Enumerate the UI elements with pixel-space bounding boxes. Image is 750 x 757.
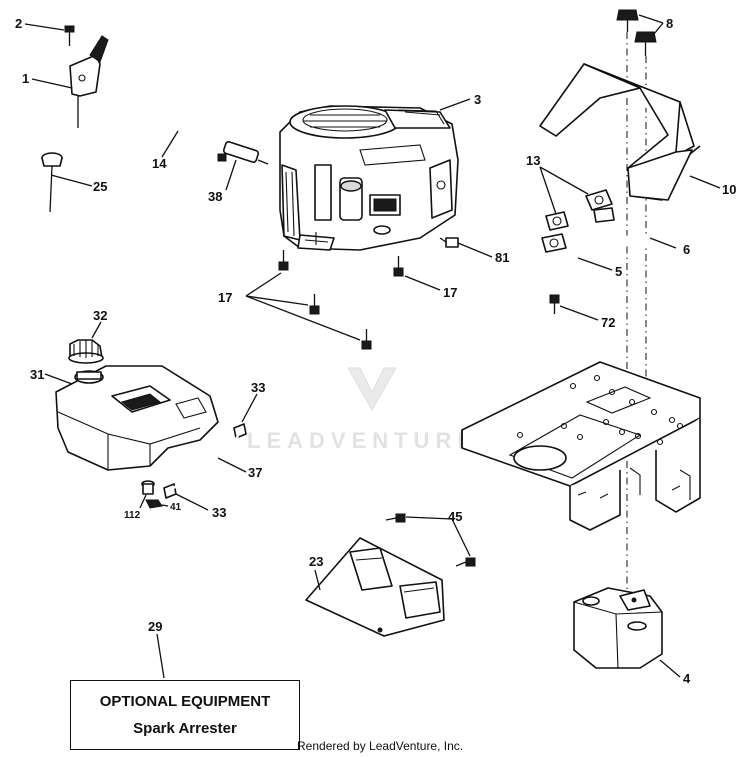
callout-38: 38	[208, 189, 222, 204]
callout-81: 81	[495, 250, 509, 265]
callout-37: 37	[248, 465, 262, 480]
leader-37	[217, 457, 247, 473]
part-bolts-17[interactable]	[278, 250, 404, 350]
part-throttle-control-1[interactable]	[69, 35, 109, 128]
leader-31	[44, 373, 73, 385]
part-screw-2[interactable]	[64, 25, 75, 46]
leaders-17a	[245, 272, 361, 341]
watermark: LEADVENTURE	[247, 367, 478, 453]
callout-31: 31	[30, 367, 44, 382]
callout-29: 29	[148, 619, 162, 634]
callout-6: 6	[683, 242, 690, 257]
callout-5: 5	[615, 264, 622, 279]
leader-14	[161, 130, 179, 158]
part-heat-shield-10[interactable]	[539, 63, 701, 201]
footer-credit: Rendered by LeadVenture, Inc.	[297, 739, 464, 753]
leader-1	[31, 78, 73, 89]
part-bolts-45[interactable]	[385, 513, 476, 567]
callout-10: 10	[722, 182, 736, 197]
part-fitting-112[interactable]	[141, 480, 155, 495]
leaders-8	[638, 14, 664, 35]
callout-45: 45	[448, 509, 462, 524]
part-fuel-hose-14[interactable]	[136, 115, 234, 157]
callout-4: 4	[683, 671, 691, 686]
part-choke-knob-25[interactable]	[41, 152, 63, 213]
watermark-logo-icon	[347, 367, 397, 412]
leader-112	[139, 494, 147, 509]
part-fitting-41[interactable]	[145, 499, 163, 509]
part-shield-23[interactable]	[305, 537, 445, 637]
callout-2: 2	[15, 16, 22, 31]
leader-10	[689, 175, 721, 189]
part-gaskets-13[interactable]	[545, 189, 613, 231]
leader-23	[314, 569, 321, 591]
part-fuel-cap-32[interactable]	[68, 339, 104, 364]
leader-33b	[175, 493, 209, 511]
leader-81	[457, 242, 493, 258]
callout-33b: 33	[212, 505, 226, 520]
part-exhaust-pipe-6[interactable]	[593, 207, 652, 247]
callout-25: 25	[93, 179, 107, 194]
leader-3	[439, 98, 471, 111]
callout-14: 14	[152, 156, 167, 171]
callout-1: 1	[22, 71, 29, 86]
leader-32	[91, 321, 102, 339]
part-fuel-line-37[interactable]	[169, 435, 240, 492]
leaders-45	[405, 516, 471, 557]
leader-6	[649, 237, 677, 249]
callout-labels: 2 1 25 14 38 3 81 17 17 8 10 13 6 5 72 4…	[15, 16, 736, 686]
leader-4	[659, 659, 681, 678]
callout-3: 3	[474, 92, 481, 107]
leader-2	[24, 23, 65, 31]
leader-29	[156, 633, 165, 679]
optional-equipment-title: OPTIONAL EQUIPMENT	[99, 693, 271, 710]
optional-equipment-item: Spark Arrester	[133, 720, 237, 737]
callout-8: 8	[666, 16, 673, 31]
callout-13: 13	[526, 153, 540, 168]
part-bolt-81[interactable]	[439, 237, 459, 248]
callout-17a: 17	[218, 290, 232, 305]
callout-41: 41	[170, 502, 182, 513]
leader-5	[577, 257, 613, 271]
leader-33a	[241, 393, 258, 423]
watermark-text: LEADVENTURE	[247, 428, 478, 453]
leader-38	[225, 159, 237, 191]
part-bolt-72[interactable]	[549, 294, 560, 314]
part-fuel-filter-38[interactable]	[217, 141, 269, 165]
optional-equipment-box: OPTIONAL EQUIPMENT Spark Arrester	[70, 680, 300, 750]
leader-41	[161, 504, 169, 507]
callout-23: 23	[309, 554, 323, 569]
callout-33a: 33	[251, 380, 265, 395]
part-exhaust-pipe-5[interactable]	[541, 233, 603, 275]
leader-17b	[404, 275, 441, 291]
part-engine-3[interactable]	[279, 105, 459, 251]
callout-112: 112	[124, 510, 141, 521]
leader-25	[50, 174, 93, 187]
callout-32: 32	[93, 308, 107, 323]
part-muffler-4[interactable]	[573, 587, 663, 669]
part-fuel-tank-31[interactable]	[55, 365, 219, 471]
part-clamp-33a[interactable]	[233, 423, 247, 439]
leader-72	[559, 305, 599, 321]
alignment-lines	[626, 32, 647, 600]
leaders-13	[539, 166, 589, 215]
callout-72: 72	[601, 315, 615, 330]
callout-17b: 17	[443, 285, 457, 300]
part-knobs-8[interactable]	[616, 9, 657, 56]
part-frame[interactable]	[461, 361, 701, 531]
